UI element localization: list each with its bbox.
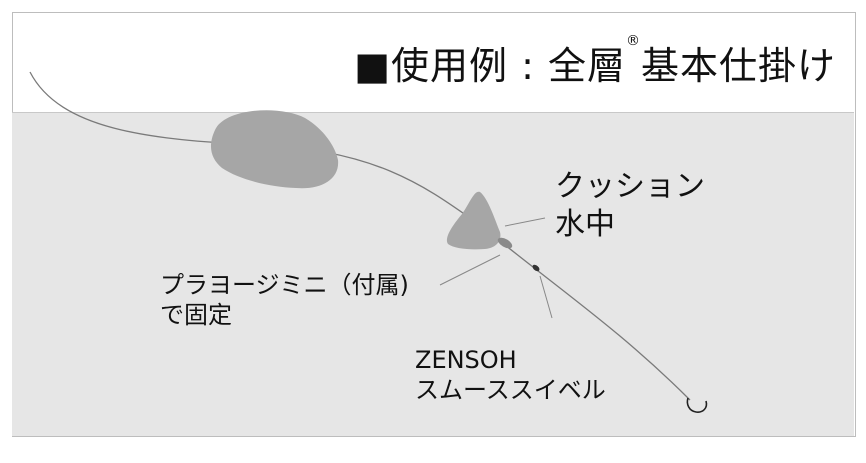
label-cushion: クッション 水中 <box>555 168 705 244</box>
label-float: プラヨージミニ（付属) で固定 <box>160 270 409 330</box>
bait-shape <box>210 110 339 189</box>
label-swivel: ZENSOH スムーススイベル <box>415 345 606 405</box>
float-stopper <box>497 237 513 249</box>
cushion-sinker <box>446 191 501 250</box>
label-float-line1: プラヨージミニ（付属) <box>160 271 409 299</box>
leader-swivel <box>539 275 553 319</box>
hook-icon <box>686 397 708 413</box>
swivel <box>532 264 540 272</box>
label-swivel-line2: スムーススイベル <box>415 376 606 404</box>
label-cushion-line2: 水中 <box>555 207 615 242</box>
water-area <box>12 112 854 436</box>
title-prefix: ■使用例 : 全層 <box>354 44 626 88</box>
diagram-title: ■使用例 : 全層®基本仕掛け <box>354 33 836 90</box>
fishing-line <box>29 71 691 401</box>
label-swivel-line1: ZENSOH <box>415 346 517 374</box>
title-suffix: 基本仕掛け <box>640 44 836 88</box>
label-cushion-line1: クッション <box>555 169 705 204</box>
registered-mark: ® <box>625 33 641 50</box>
label-float-line2: で固定 <box>160 301 232 329</box>
leader-float <box>439 254 501 286</box>
leader-cushion <box>504 217 546 227</box>
